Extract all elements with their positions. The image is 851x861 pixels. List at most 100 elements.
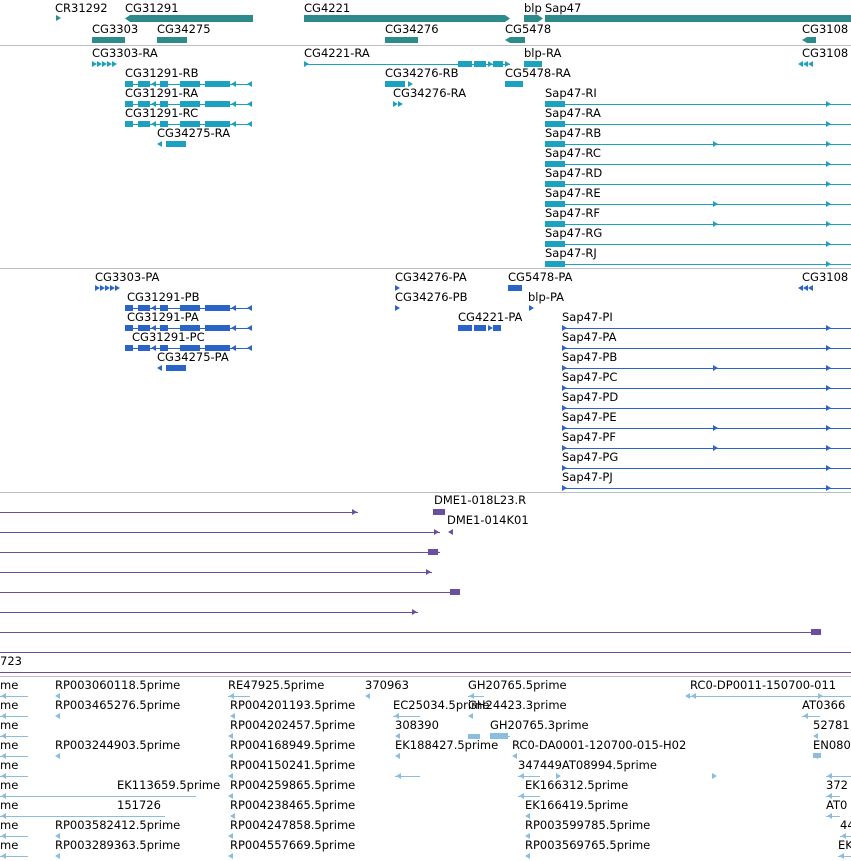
gene-label[interactable]: CG34275 <box>157 22 211 36</box>
gene-glyph[interactable] <box>524 15 543 22</box>
exon-block[interactable] <box>474 61 486 67</box>
exon-block[interactable] <box>545 101 565 107</box>
exon-block[interactable] <box>160 81 168 87</box>
est-label[interactable]: 52781 <box>813 718 850 732</box>
est-label[interactable]: RP004202457.5prime <box>230 718 356 732</box>
est-label[interactable]: EN080 <box>813 738 851 752</box>
exon-block[interactable] <box>180 101 200 107</box>
exon-block[interactable] <box>138 305 150 311</box>
exon-block[interactable] <box>545 161 565 167</box>
clone-label[interactable]: DME1-018L23.R <box>434 493 527 507</box>
est-label[interactable]: 308390 <box>395 718 439 732</box>
exon-block[interactable] <box>180 121 200 127</box>
est-label[interactable]: 372 <box>826 778 848 792</box>
feature-label[interactable]: CG31291-RB <box>125 66 199 80</box>
exon-block[interactable] <box>505 81 523 87</box>
exon-block[interactable] <box>138 121 150 127</box>
feature-label[interactable]: CG34275-RA <box>157 126 231 140</box>
feature-label[interactable]: CG31291-RC <box>125 106 199 120</box>
gene-glyph[interactable] <box>304 15 510 22</box>
est-label[interactable]: GH20765.5prime <box>468 678 567 692</box>
exon-block[interactable] <box>205 345 230 351</box>
est-label[interactable]: RC0-DP0011-150700-011 <box>690 678 837 692</box>
gene-glyph[interactable] <box>385 37 418 43</box>
exon-block[interactable] <box>125 121 133 127</box>
exon-block[interactable] <box>166 365 186 371</box>
est-label[interactable]: EK <box>838 838 851 852</box>
est-label[interactable]: RP004259865.5prime <box>230 778 356 792</box>
est-label[interactable]: me <box>0 738 19 752</box>
exon-block[interactable] <box>180 305 200 311</box>
exon-block[interactable] <box>458 325 472 331</box>
feature-label[interactable]: Sap47-RG <box>545 226 603 240</box>
feature-label[interactable]: Sap47-RI <box>545 86 597 100</box>
est-label[interactable]: me <box>0 798 19 812</box>
est-label[interactable]: me <box>0 758 19 772</box>
exon-block[interactable] <box>180 345 200 351</box>
est-label[interactable]: RP004238465.5prime <box>230 798 356 812</box>
gene-label[interactable]: CG3303 <box>92 22 139 36</box>
est-label[interactable]: 347449AT08994.5prime <box>518 758 657 772</box>
est-label[interactable]: EK166312.5prime <box>525 778 629 792</box>
exon-block[interactable] <box>125 345 133 351</box>
feature-label[interactable]: CG34276-RB <box>385 66 459 80</box>
feature-label[interactable]: CG34276-PB <box>395 290 468 304</box>
est-label[interactable]: 370963 <box>365 678 409 692</box>
est-label[interactable]: RP004247858.5prime <box>230 818 356 832</box>
est-label[interactable]: me <box>0 718 19 732</box>
est-block[interactable] <box>813 753 821 758</box>
exon-block[interactable] <box>205 305 230 311</box>
exon-block[interactable] <box>205 121 230 127</box>
exon-block[interactable] <box>545 121 565 127</box>
feature-label[interactable]: CG31291-PC <box>132 330 205 344</box>
gene-label[interactable]: CG5478 <box>505 22 552 36</box>
exon-block[interactable] <box>166 141 186 147</box>
feature-label[interactable]: Sap47-PB <box>562 350 618 364</box>
feature-label[interactable]: Sap47-RC <box>545 146 601 160</box>
est-label[interactable]: me <box>0 818 19 832</box>
feature-label[interactable]: Sap47-PJ <box>562 470 613 484</box>
exon-block[interactable] <box>385 81 405 87</box>
clone-block[interactable] <box>428 549 438 555</box>
exon-block[interactable] <box>125 325 133 331</box>
exon-block[interactable] <box>180 81 200 87</box>
exon-block[interactable] <box>205 81 230 87</box>
est-label[interactable]: EK113659.5prime <box>117 778 221 792</box>
gene-glyph[interactable] <box>92 37 125 43</box>
exon-block[interactable] <box>138 325 150 331</box>
feature-label[interactable]: Sap47-PA <box>562 330 617 344</box>
clone-block[interactable] <box>433 509 445 515</box>
feature-label[interactable]: Sap47-RB <box>545 126 602 140</box>
gene-glyph[interactable] <box>125 15 253 22</box>
exon-block[interactable] <box>160 345 168 351</box>
clone-label[interactable]: DME1-014K01 <box>447 513 529 527</box>
feature-label[interactable]: Sap47-PG <box>562 450 619 464</box>
feature-label[interactable]: CG3303-PA <box>95 270 160 284</box>
est-label[interactable]: me <box>0 838 19 852</box>
est-label[interactable]: 44 <box>840 818 851 832</box>
exon-block[interactable] <box>545 201 565 207</box>
feature-label[interactable]: CG3108 <box>802 270 849 284</box>
est-label[interactable]: RP003582412.5prime <box>55 818 181 832</box>
feature-label[interactable]: CG4221-PA <box>458 310 523 324</box>
exon-block[interactable] <box>138 81 150 87</box>
feature-label[interactable]: blp-PA <box>528 290 565 304</box>
feature-label[interactable]: Sap47-RF <box>545 206 601 220</box>
gene-label[interactable]: CG4221 <box>304 1 351 15</box>
gene-label[interactable]: CG31291 <box>125 1 179 15</box>
gene-label[interactable]: CG34276 <box>385 22 439 36</box>
exon-block[interactable] <box>458 61 472 67</box>
est-label[interactable]: RP004557669.5prime <box>230 838 356 852</box>
clone-block[interactable] <box>811 629 821 635</box>
exon-block[interactable] <box>160 325 168 331</box>
gene-glyph[interactable] <box>802 37 816 43</box>
gene-glyph[interactable] <box>157 37 187 43</box>
exon-block[interactable] <box>205 101 230 107</box>
est-label[interactable]: RE47925.5prime <box>228 678 325 692</box>
est-label[interactable]: EK166419.5prime <box>525 798 629 812</box>
feature-label[interactable]: CG31291-PA <box>127 310 199 324</box>
exon-block[interactable] <box>125 305 133 311</box>
feature-label[interactable]: Sap47-PF <box>562 430 616 444</box>
exon-block[interactable] <box>545 261 565 267</box>
exon-block[interactable] <box>524 61 542 67</box>
